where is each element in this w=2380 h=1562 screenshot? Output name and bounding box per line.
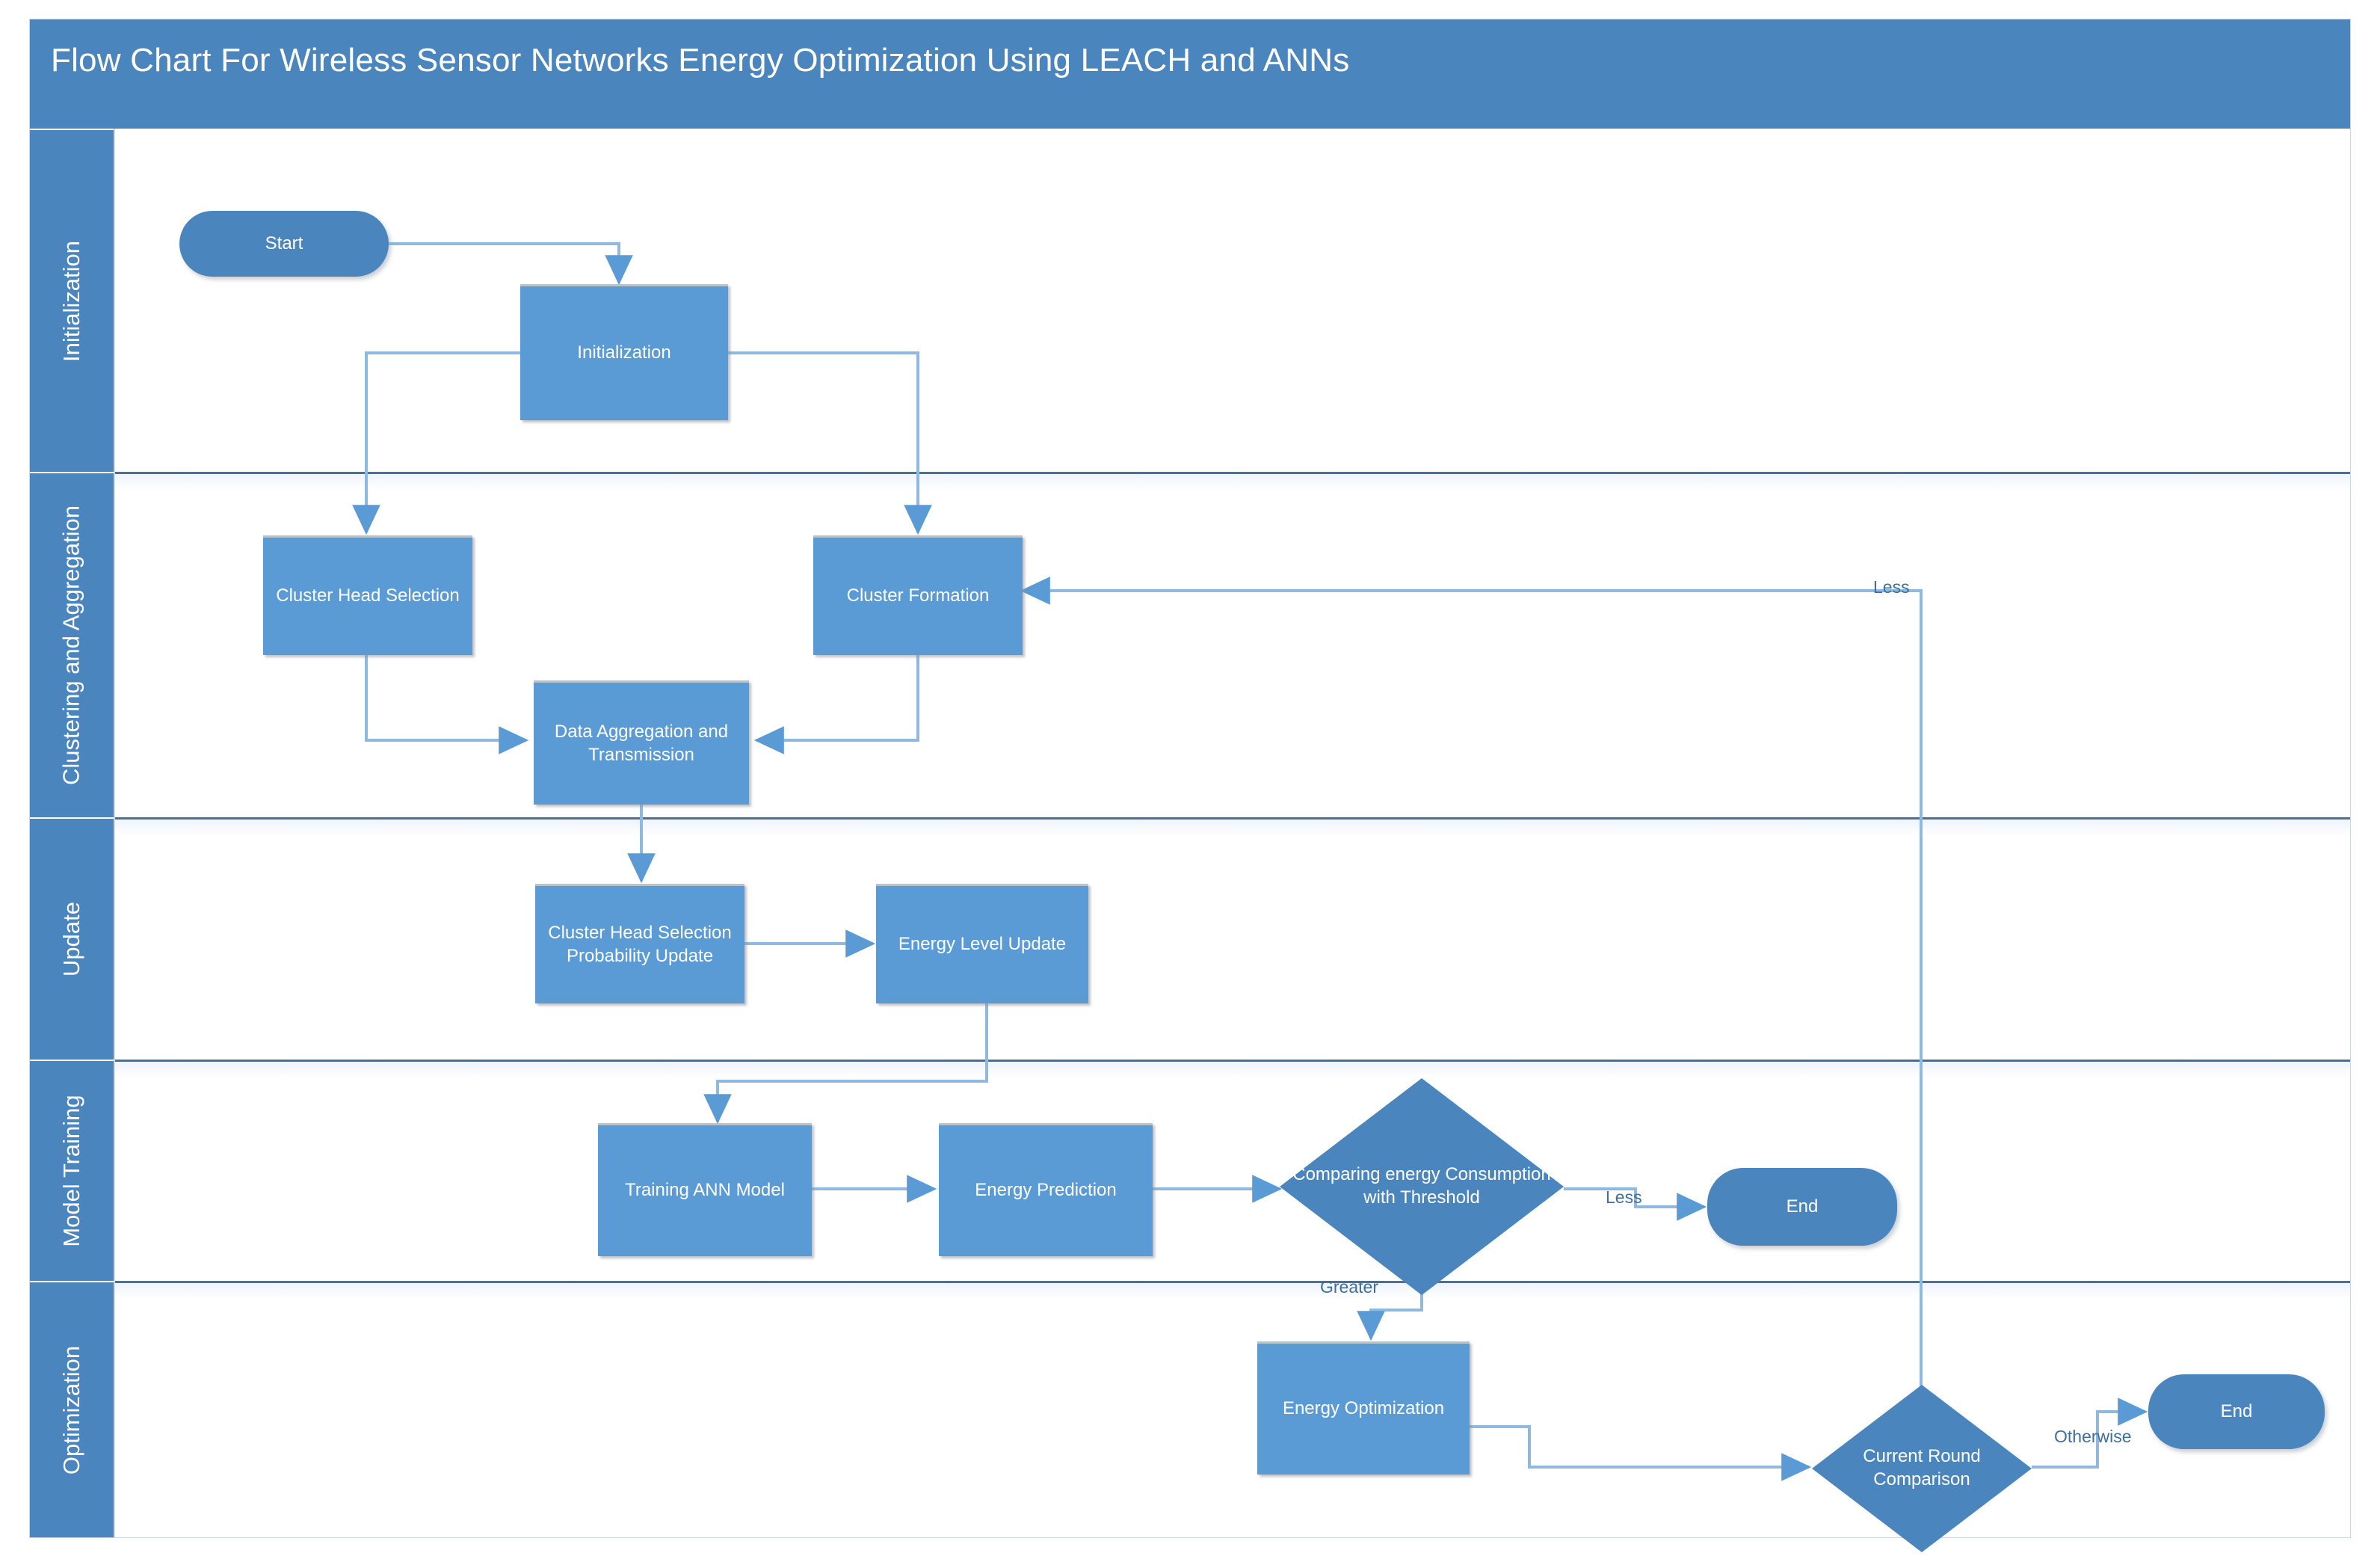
node-start-label: Start: [265, 233, 303, 253]
node-training-ann-model[interactable]: Training ANN Model: [598, 1123, 812, 1256]
node-data-aggregation-and-transmission[interactable]: Data Aggregation and Transmission: [534, 680, 749, 805]
swimlane-label-clustering-and-aggregation: Clustering and Aggregation: [58, 505, 84, 785]
swimlane-header-clustering-and-aggregation: Clustering and Aggregation: [30, 472, 114, 817]
swimlane-header-optimization: Optimization: [30, 1281, 114, 1537]
node-comparing-energy-consumption-with-threshold-label: Comparing energy Consumption with Thresh…: [1292, 1164, 1551, 1208]
swimlane-divider-vertical: [114, 129, 115, 1537]
swimlane-label-update: Update: [58, 902, 85, 977]
node-cluster-formation[interactable]: Cluster Formation: [813, 535, 1023, 655]
swimlane-label-optimization: Optimization: [58, 1345, 85, 1475]
edge-label-threshold-less: Less: [1606, 1187, 1642, 1207]
edge-label-round-otherwise: Otherwise: [2054, 1427, 2132, 1446]
node-energy-optimization[interactable]: Energy Optimization: [1257, 1341, 1470, 1475]
node-current-round-comparison[interactable]: Current Round Comparison: [1812, 1385, 2032, 1552]
swimlane-header-update: Update: [30, 817, 114, 1060]
swimlane-header-model-training: Model Training: [30, 1060, 114, 1281]
node-energy-optimization-label: Energy Optimization: [1282, 1398, 1445, 1419]
node-initialization[interactable]: Initialization: [520, 284, 728, 420]
node-end-model-training[interactable]: End: [1707, 1168, 1897, 1246]
swimlane-label-model-training: Model Training: [58, 1095, 85, 1247]
node-energy-prediction[interactable]: Energy Prediction: [939, 1123, 1153, 1256]
node-energy-level-update[interactable]: Energy Level Update: [876, 884, 1088, 1003]
swimlane-body-initialization: [114, 129, 2350, 472]
node-energy-level-update-label: Energy Level Update: [898, 934, 1067, 955]
node-end-model-training-label: End: [1786, 1196, 1819, 1217]
node-end-optimization[interactable]: End: [2148, 1374, 2325, 1449]
node-current-round-comparison-label: Current Round Comparison: [1863, 1446, 1981, 1489]
diagram-title-bar: Flow Chart For Wireless Sensor Networks …: [30, 19, 2350, 102]
node-start[interactable]: Start: [179, 211, 389, 277]
node-cluster-head-selection-label: Cluster Head Selection: [276, 585, 460, 606]
page-title: Flow Chart For Wireless Sensor Networks …: [51, 42, 1350, 79]
node-cluster-head-selection[interactable]: Cluster Head Selection: [263, 535, 472, 655]
node-cluster-formation-label: Cluster Formation: [846, 585, 990, 606]
swimlane-label-initialization: Initialization: [58, 240, 85, 362]
node-cluster-head-selection-probability-update-label: Cluster Head Selection Probability Updat…: [548, 922, 732, 966]
swimlane-body-model-training: [114, 1060, 2350, 1281]
node-energy-prediction-label: Energy Prediction: [975, 1180, 1117, 1201]
title-subbar: [30, 102, 2350, 129]
node-data-aggregation-and-transmission-label: Data Aggregation and Transmission: [554, 721, 729, 765]
node-training-ann-model-label: Training ANN Model: [625, 1180, 785, 1201]
edge-label-round-less: Less: [1873, 577, 1910, 597]
node-cluster-head-selection-probability-update[interactable]: Cluster Head Selection Probability Updat…: [535, 884, 744, 1003]
swimlane-body-update: [114, 817, 2350, 1060]
node-initialization-label: Initialization: [577, 342, 671, 363]
edge-label-threshold-greater: Greater: [1320, 1277, 1378, 1297]
node-comparing-energy-consumption-with-threshold[interactable]: Comparing energy Consumption with Thresh…: [1280, 1078, 1564, 1295]
swimlane-header-initialization: Initialization: [30, 129, 114, 472]
node-end-optimization-label: End: [2220, 1400, 2253, 1421]
